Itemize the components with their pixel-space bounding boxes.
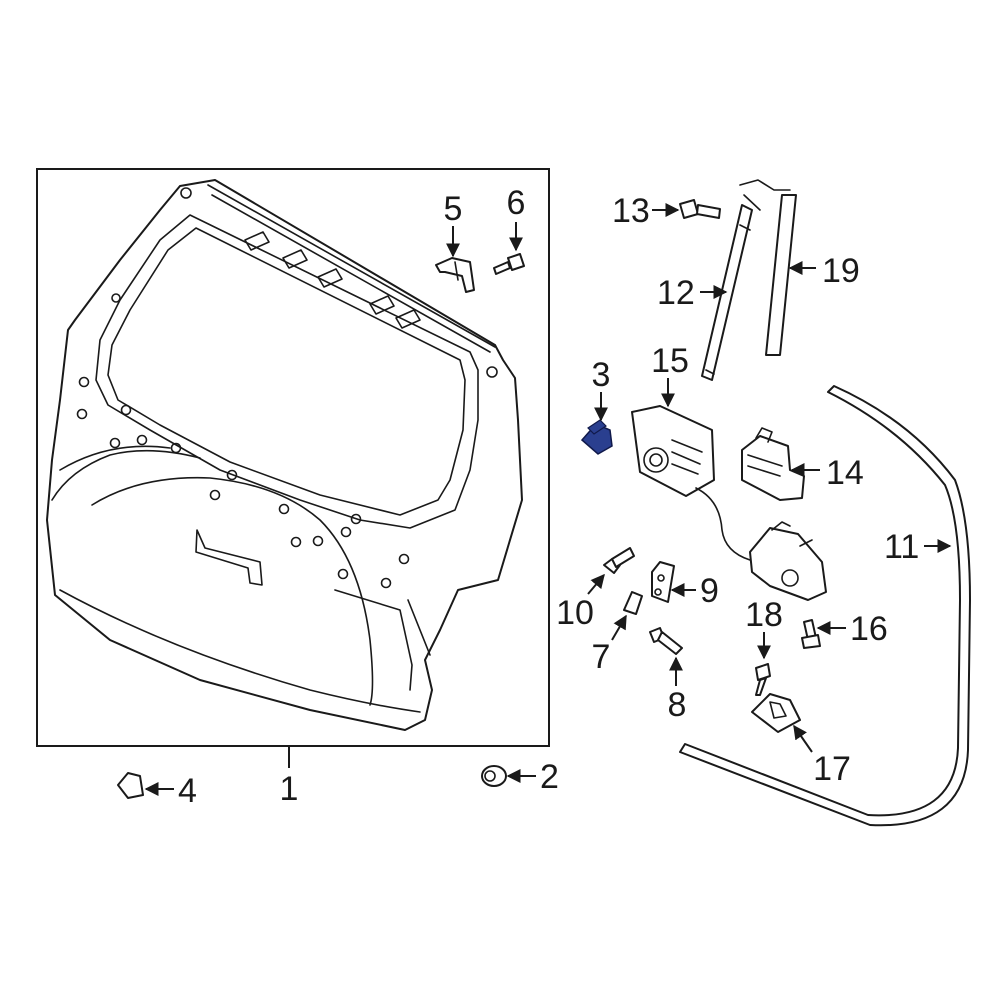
bumper-bracket-part-17[interactable] [751, 693, 801, 733]
callout-18: 18 [745, 596, 783, 634]
callout-19: 19 [822, 252, 860, 290]
callout-16: 16 [850, 610, 888, 648]
callout-17: 17 [813, 750, 851, 788]
callout-7-leader [611, 614, 627, 641]
handle-switch-assembly[interactable] [749, 521, 827, 601]
liftgate-panel[interactable] [46, 179, 523, 731]
callout-13: 13 [612, 192, 650, 230]
bolt-part-16[interactable] [801, 619, 821, 649]
callout-14: 14 [826, 454, 864, 492]
clip-part-4[interactable] [117, 772, 144, 799]
callout-labels: 1 2 3 4 5 6 7 8 9 10 11 12 13 14 15 16 1… [178, 184, 919, 810]
callout-11: 11 [884, 528, 919, 566]
liftgate-frame-box [36, 168, 550, 747]
callout-9: 9 [700, 572, 719, 610]
callout-4: 4 [178, 772, 197, 810]
bolt-part-10[interactable] [603, 547, 635, 574]
weatherstrip-part-11[interactable] [679, 385, 971, 827]
callout-8: 8 [668, 686, 687, 724]
callout-2: 2 [540, 758, 559, 796]
latch-part-15[interactable] [631, 405, 751, 561]
callout-7: 7 [592, 638, 611, 676]
hinge-bracket-part-5[interactable] [435, 257, 475, 293]
trim-strip-part-19[interactable] [739, 179, 797, 356]
callout-5: 5 [444, 190, 463, 228]
callout-12: 12 [657, 274, 695, 312]
bumper-part-2[interactable] [481, 765, 507, 787]
callout-10-leader [587, 573, 605, 595]
striker-plate-part-9[interactable] [651, 561, 675, 603]
callout-6: 6 [507, 184, 526, 222]
grommet-part-3-highlighted[interactable] [580, 419, 613, 455]
bolt-part-8[interactable] [649, 627, 683, 655]
bolt-part-13[interactable] [679, 199, 721, 219]
callout-15: 15 [651, 342, 689, 380]
callout-10: 10 [556, 594, 594, 632]
callout-1: 1 [280, 770, 299, 808]
callout-3: 3 [592, 356, 611, 394]
bolt-part-6[interactable] [493, 253, 525, 275]
screw-part-18[interactable] [755, 663, 771, 696]
shim-part-7[interactable] [623, 591, 643, 615]
actuator-part-14[interactable] [741, 427, 805, 501]
callout-17-leader [793, 724, 813, 753]
